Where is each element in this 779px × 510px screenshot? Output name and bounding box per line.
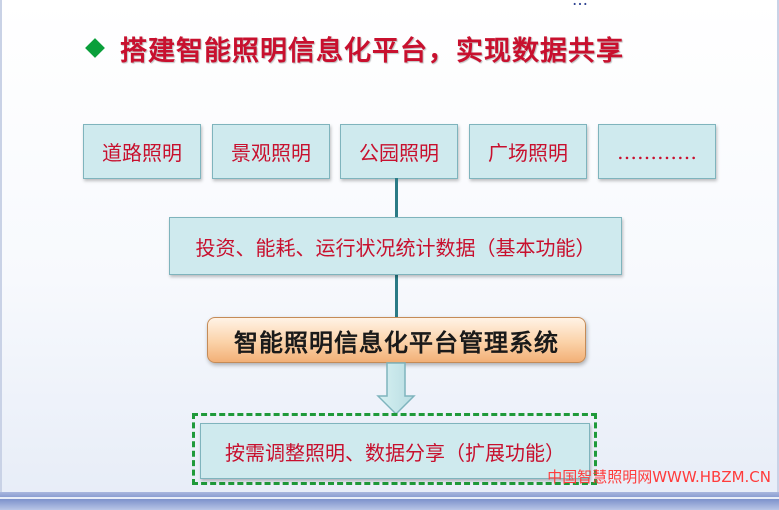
category-box-park-lighting: 公园照明	[340, 124, 458, 179]
connector-middle	[395, 273, 398, 318]
slide-title: 搭建智能照明信息化平台，实现数据共享	[120, 35, 624, 67]
category-box-road-lighting: 道路照明	[83, 124, 201, 179]
category-box-square-lighting: 广场照明	[469, 124, 587, 179]
footer-highlight-line	[0, 497, 779, 499]
slide-frame-right	[777, 0, 779, 492]
slide-frame-left	[0, 0, 2, 492]
category-box-more: …………	[598, 124, 716, 179]
connector-top	[395, 178, 398, 218]
footer-bar	[0, 492, 779, 510]
title-row: 搭建智能照明信息化平台，实现数据共享	[84, 28, 624, 68]
platform-management-system-box: 智能照明信息化平台管理系统	[207, 317, 586, 363]
top-corner-fragment: …	[572, 0, 588, 9]
site-watermark: 中国智慧照明网WWW.HBZM.CN	[547, 468, 771, 486]
stats-data-box: 投资、能耗、运行状况统计数据（基本功能）	[169, 217, 622, 275]
down-arrow-icon	[376, 362, 416, 416]
extended-function-dashed-frame	[192, 413, 597, 485]
extended-function-box: 按需调整照明、数据分享（扩展功能）	[200, 423, 590, 479]
diamond-bullet-icon	[85, 38, 105, 58]
category-box-landscape-lighting: 景观照明	[212, 124, 330, 179]
